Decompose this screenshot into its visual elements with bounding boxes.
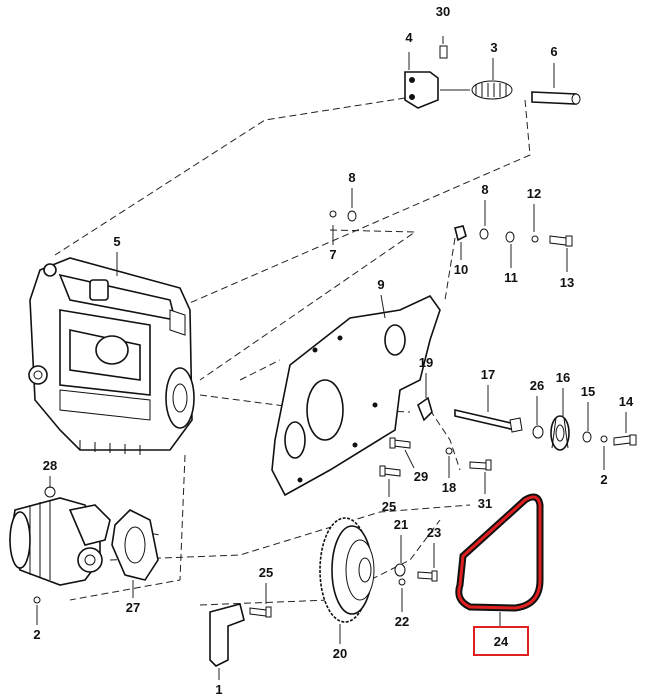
callout-31: 31 xyxy=(478,496,492,511)
callout-4: 4 xyxy=(405,30,413,45)
part-8-washer-7-screw-left xyxy=(329,188,357,245)
part-9-mounting-plate xyxy=(271,294,441,497)
callout-10: 10 xyxy=(454,262,468,277)
bolts-center xyxy=(379,437,492,497)
callout-14: 14 xyxy=(619,394,634,409)
callout-labels: 30 4 3 6 8 7 8 12 10 11 13 5 9 19 17 26 … xyxy=(33,4,634,697)
callout-30: 30 xyxy=(436,4,450,19)
callout-25-lower: 25 xyxy=(259,565,273,580)
callout-16: 16 xyxy=(556,370,570,385)
callout-7: 7 xyxy=(329,247,336,262)
callout-19: 19 xyxy=(419,355,433,370)
nut-2-lower xyxy=(33,596,41,625)
callout-3: 3 xyxy=(490,40,497,55)
bolt-25-lower xyxy=(249,583,272,618)
pulley-stack-right xyxy=(532,388,637,470)
callout-2-right: 2 xyxy=(600,472,607,487)
callout-2-left: 2 xyxy=(33,627,40,642)
callout-28: 28 xyxy=(43,458,57,473)
callout-23: 23 xyxy=(427,525,441,540)
callout-24: 24 xyxy=(494,634,509,649)
part-19-bracket xyxy=(417,373,433,422)
callout-12: 12 xyxy=(527,186,541,201)
callout-17: 17 xyxy=(481,367,495,382)
callout-15: 15 xyxy=(581,384,595,399)
part-4-bracket xyxy=(404,52,470,109)
callout-20: 20 xyxy=(333,646,347,661)
part-5-engine xyxy=(28,252,195,455)
callout-29: 29 xyxy=(414,469,428,484)
part-30-bolt xyxy=(439,36,448,59)
callout-26: 26 xyxy=(530,378,544,393)
part-27-adapter-plate xyxy=(111,509,159,598)
callout-5: 5 xyxy=(113,234,120,249)
callout-9: 9 xyxy=(377,277,384,292)
part-1-bracket xyxy=(209,603,245,680)
callout-24-highlight-box xyxy=(473,626,529,656)
callout-27: 27 xyxy=(126,600,140,615)
callout-21: 21 xyxy=(394,517,408,532)
part-20-flywheel xyxy=(319,517,375,644)
fasteners-21-22-23 xyxy=(394,535,438,612)
callout-8-right: 8 xyxy=(481,182,488,197)
part-24-drive-belt xyxy=(455,493,544,626)
part-28-starter-motor xyxy=(9,476,111,586)
callout-8-left: 8 xyxy=(348,170,355,185)
callout-25-upper: 25 xyxy=(382,499,396,514)
part-17-shaft xyxy=(454,385,523,433)
callout-18: 18 xyxy=(442,480,456,495)
callout-1: 1 xyxy=(215,682,222,697)
callout-13: 13 xyxy=(560,275,574,290)
callout-11: 11 xyxy=(504,270,518,285)
callout-22: 22 xyxy=(395,614,409,629)
part-3-spring xyxy=(471,58,513,100)
fastener-stack-right xyxy=(454,200,573,272)
part-6-pin xyxy=(531,63,581,105)
callout-6: 6 xyxy=(550,44,557,59)
